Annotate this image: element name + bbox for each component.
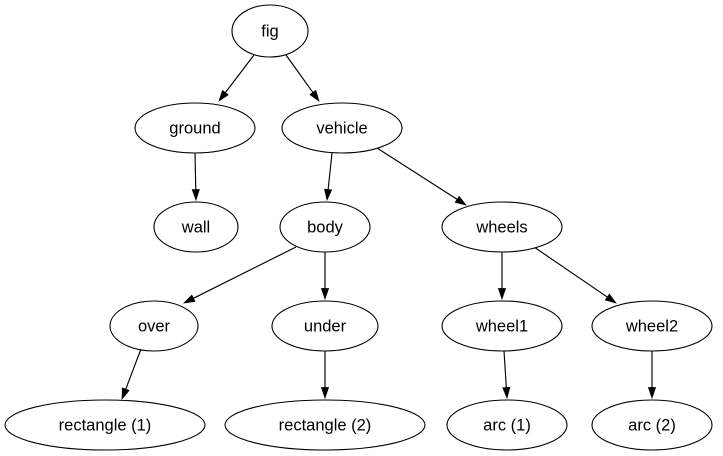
node-shape[interactable]: [271, 300, 379, 352]
node-label: vehicle: [316, 119, 367, 137]
node-label: rectangle (2): [279, 416, 372, 434]
edge-line: [327, 152, 333, 190]
edge-line: [125, 348, 142, 390]
node-over[interactable]: over: [109, 300, 199, 352]
arrowhead-icon: [191, 189, 200, 202]
node-shape[interactable]: [441, 201, 563, 253]
edge-wheel2-to-arc2: [647, 351, 657, 400]
node-label: arc (1): [483, 416, 531, 434]
edge-line: [194, 152, 197, 190]
arrowhead-icon: [502, 386, 511, 400]
edge-vehicle-to-wheels: [376, 147, 467, 206]
node-wheel2[interactable]: wheel2: [591, 300, 713, 352]
edge-line: [376, 147, 458, 200]
node-vehicle[interactable]: vehicle: [281, 102, 403, 154]
node-shape[interactable]: [231, 4, 309, 58]
node-label: wheels: [475, 218, 527, 236]
node-shape[interactable]: [591, 300, 713, 352]
node-shape[interactable]: [134, 102, 256, 154]
node-label: wheel1: [475, 317, 528, 335]
edge-wheel1-to-arc1: [502, 350, 511, 400]
node-shape[interactable]: [224, 399, 426, 451]
node-fig[interactable]: fig: [231, 4, 309, 58]
node-label: wheel2: [625, 317, 678, 335]
node-body[interactable]: body: [279, 201, 371, 253]
arrowhead-icon: [320, 387, 330, 400]
arrowhead-icon: [604, 293, 617, 304]
node-shape[interactable]: [281, 102, 403, 154]
node-label: ground: [169, 119, 220, 137]
edge-line: [193, 246, 297, 299]
edge-under-to-rectangle2: [320, 351, 330, 400]
node-shape[interactable]: [441, 300, 563, 352]
edge-over-to-rectangle1: [121, 348, 142, 401]
arrowhead-icon: [218, 89, 229, 102]
arrowhead-icon: [454, 195, 467, 206]
node-shape[interactable]: [446, 399, 568, 451]
node-shape[interactable]: [4, 399, 206, 451]
node-label: body: [307, 218, 344, 236]
edge-wheels-to-wheel1: [497, 252, 507, 301]
node-label: over: [138, 317, 171, 335]
node-under[interactable]: under: [271, 300, 379, 352]
arrowhead-icon: [497, 288, 507, 301]
node-label: under: [304, 317, 347, 335]
edge-vehicle-to-body: [324, 152, 333, 202]
edge-ground-to-wall: [191, 152, 200, 202]
edges-layer: [121, 54, 657, 401]
node-shape[interactable]: [109, 300, 199, 352]
arrowhead-icon: [647, 387, 657, 400]
node-wall[interactable]: wall: [153, 201, 239, 253]
edge-line: [533, 246, 608, 298]
node-arc1[interactable]: arc (1): [446, 399, 568, 451]
node-rectangle1[interactable]: rectangle (1): [4, 399, 206, 451]
node-arc2[interactable]: arc (2): [591, 399, 713, 451]
edge-fig-to-vehicle: [285, 54, 320, 102]
node-label: fig: [261, 22, 278, 40]
edge-line: [503, 350, 507, 388]
node-ground[interactable]: ground: [134, 102, 256, 154]
arrowhead-icon: [183, 294, 196, 304]
arrowhead-icon: [324, 188, 333, 202]
arrowhead-icon: [121, 387, 130, 401]
edge-body-to-over: [183, 246, 297, 304]
arrowhead-icon: [309, 89, 320, 102]
edge-line: [224, 54, 255, 93]
edge-line: [285, 54, 314, 93]
node-wheels[interactable]: wheels: [441, 201, 563, 253]
node-shape[interactable]: [591, 399, 713, 451]
node-shape[interactable]: [153, 201, 239, 253]
edge-body-to-under: [320, 252, 330, 301]
node-rectangle2[interactable]: rectangle (2): [224, 399, 426, 451]
node-label: rectangle (1): [59, 416, 152, 434]
node-label: arc (2): [628, 416, 676, 434]
arrowhead-icon: [320, 288, 330, 301]
edge-wheels-to-wheel2: [533, 246, 617, 304]
node-label: wall: [181, 218, 210, 236]
edge-fig-to-ground: [218, 54, 255, 102]
node-shape[interactable]: [279, 201, 371, 253]
nodes-layer: fig ground vehicle wall body wheels over under w…: [4, 4, 713, 451]
node-wheel1[interactable]: wheel1: [441, 300, 563, 352]
